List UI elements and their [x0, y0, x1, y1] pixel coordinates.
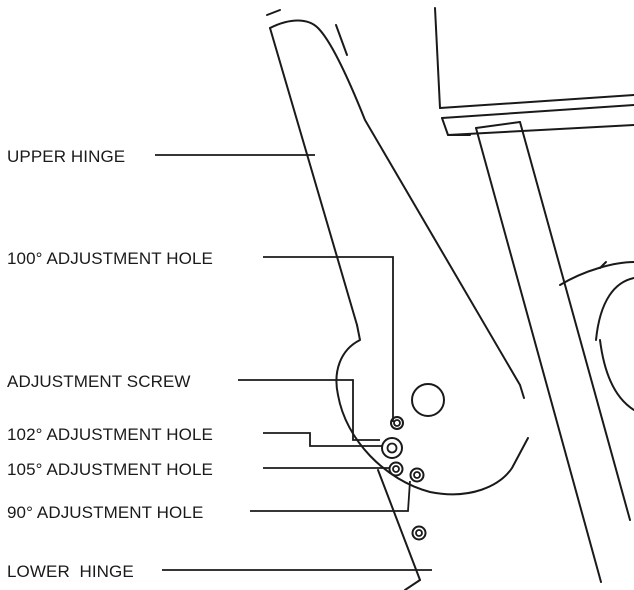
leader-102: [263, 432, 383, 447]
leader-100: [263, 256, 394, 422]
label-102-hole: 102° ADJUSTMENT HOLE: [7, 425, 213, 444]
hole-100-icon: [390, 416, 404, 430]
label-adjustment-screw: ADJUSTMENT SCREW: [7, 372, 191, 391]
lower-hole-icon: [411, 525, 427, 541]
upright-post: [475, 121, 631, 583]
label-105-hole: 105° ADJUSTMENT HOLE: [7, 460, 213, 479]
leader-screw: [238, 379, 380, 441]
cabinet-frame: [434, 7, 634, 136]
background-curves: [559, 261, 634, 411]
adjustment-holes: [381, 416, 427, 541]
upper-hinge-plate: [266, 9, 529, 496]
label-upper-hinge: UPPER HINGE: [7, 147, 125, 166]
adjustment-screw-icon: [381, 437, 403, 459]
label-100-hole: 100° ADJUSTMENT HOLE: [7, 249, 213, 268]
leader-lines: [155, 154, 432, 571]
leader-90: [250, 480, 411, 512]
hole-105-icon: [388, 461, 404, 477]
label-90-hole: 90° ADJUSTMENT HOLE: [7, 503, 203, 522]
lower-hinge-plate: [377, 469, 421, 590]
hole-90-icon: [409, 467, 425, 483]
pivot-hole-icon: [411, 383, 445, 417]
label-lower-hinge: LOWER HINGE: [7, 562, 134, 581]
